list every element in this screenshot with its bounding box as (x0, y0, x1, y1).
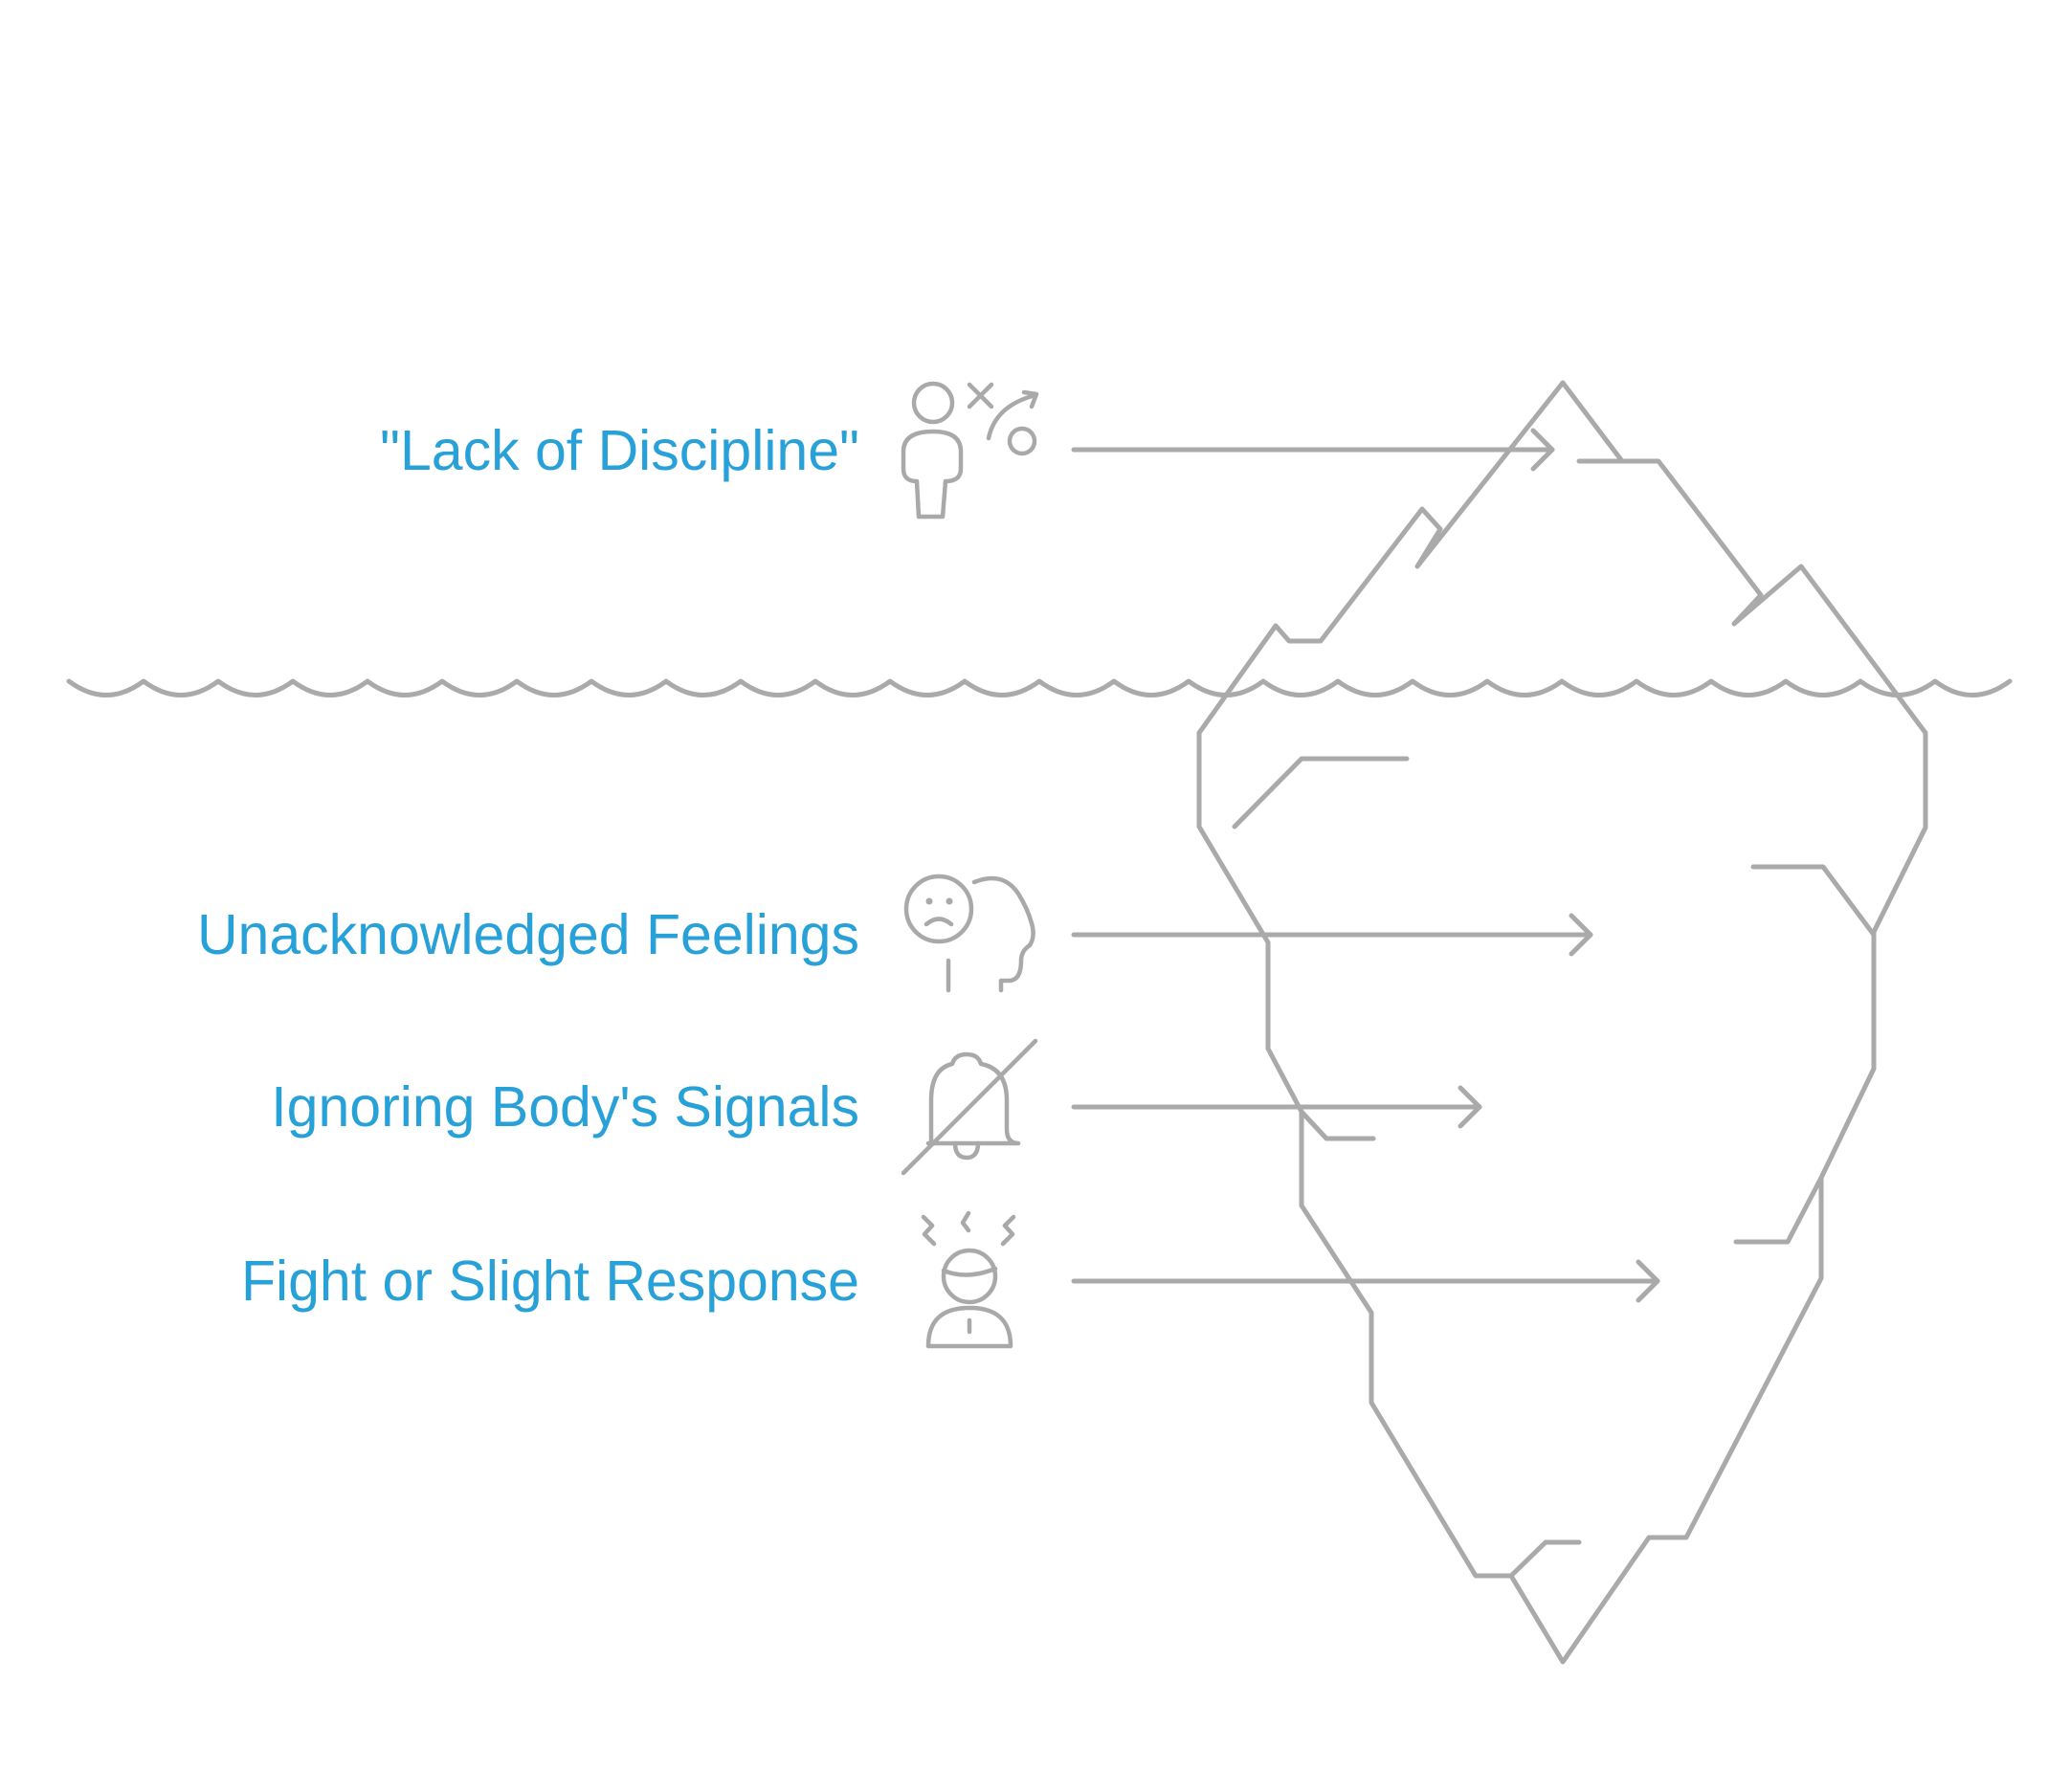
arrow-head (1458, 1085, 1482, 1129)
muted-bell-icon (901, 1038, 1038, 1176)
arrow-head (1569, 913, 1593, 957)
strategy-person-icon (901, 381, 1039, 520)
item-lack-of-discipline: "Lack of Discipline" (380, 381, 1555, 520)
item-fight-or-slight-response: Fight or Slight Response (241, 1210, 1660, 1349)
item-label: Unacknowledged Feelings (197, 903, 859, 966)
iceberg-crack (1750, 864, 1877, 938)
item-unacknowledged-feelings: Unacknowledged Feelings (197, 874, 1593, 993)
iceberg (1196, 380, 1928, 1665)
arrow-head (1636, 1259, 1660, 1303)
iceberg-crack (1733, 1175, 1824, 1245)
iceberg-outline (1196, 380, 1928, 1665)
item-ignoring-bodys-signals: Ignoring Body's Signals (271, 1038, 1482, 1176)
iceberg-crack (1232, 756, 1410, 830)
arrow-head (1530, 428, 1555, 472)
iceberg-crack (1508, 1539, 1582, 1579)
item-label: "Lack of Discipline" (380, 419, 859, 482)
sad-head-icon (903, 874, 1035, 993)
waterline (66, 678, 2013, 697)
item-label: Fight or Slight Response (241, 1250, 859, 1313)
iceberg-crack (1299, 1109, 1376, 1141)
stressed-person-icon (921, 1210, 1016, 1349)
item-label: Ignoring Body's Signals (271, 1075, 859, 1139)
